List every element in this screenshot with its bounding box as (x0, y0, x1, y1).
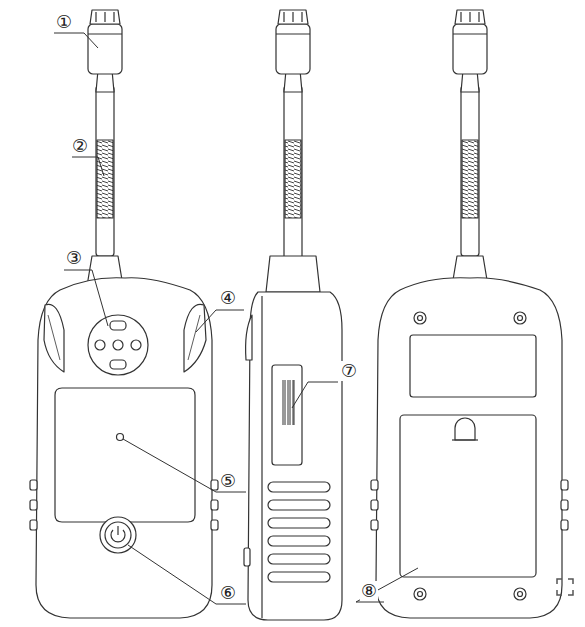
side-view (244, 10, 342, 620)
callout-number: ② (71, 136, 89, 156)
front-view (30, 10, 218, 618)
callout-number: ⑥ (219, 583, 237, 603)
callout-number: ① (55, 12, 73, 32)
callout-number: ⑦ (340, 361, 358, 381)
back-view (371, 10, 568, 618)
callout-number: ⑧ (360, 581, 378, 601)
expand-icon (557, 579, 573, 595)
callout-number: ③ (65, 248, 83, 268)
callout-number: ④ (219, 288, 237, 308)
callout-number: ⑤ (219, 471, 237, 491)
leader-lines (54, 33, 418, 604)
